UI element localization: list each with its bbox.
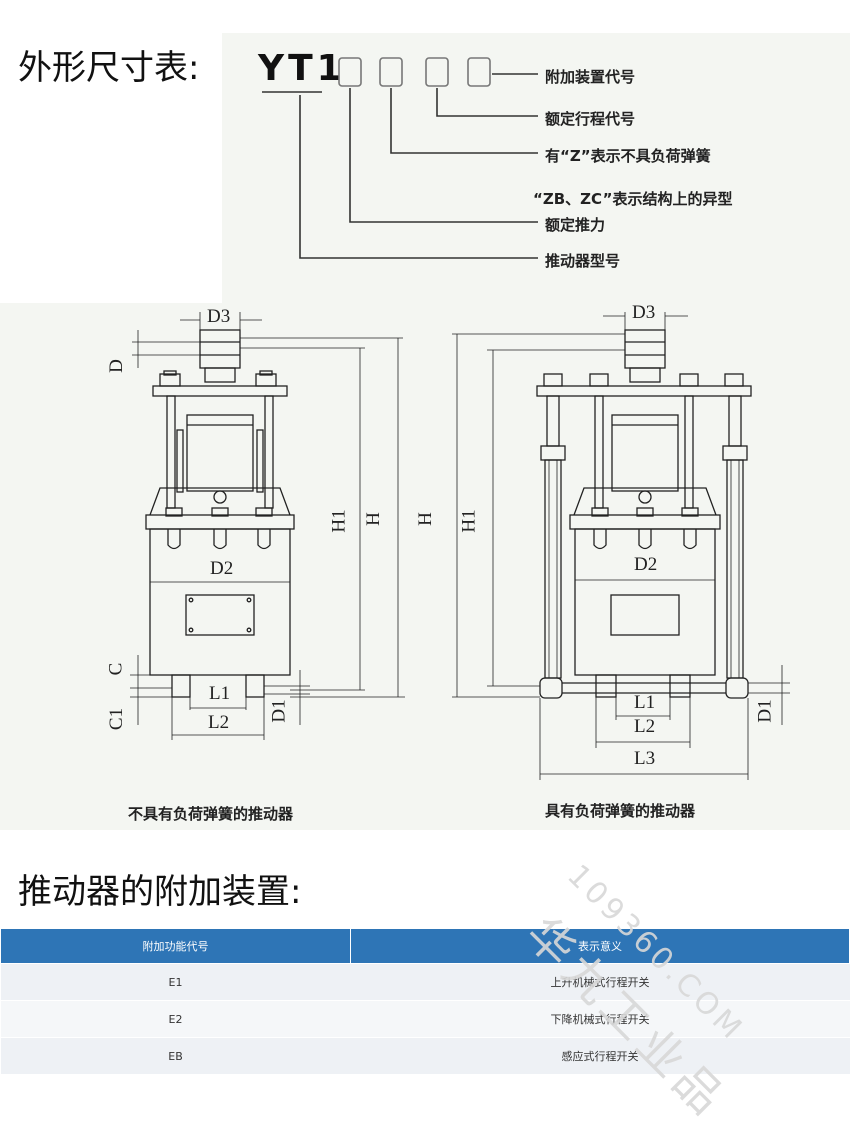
table-cell-meaning: 上升机械式行程开关: [350, 963, 850, 1001]
dim-label-l2-left: L2: [208, 712, 230, 733]
code-label-stroke: 额定行程代号: [545, 110, 636, 128]
table-cell-meaning: 感应式行程开关: [350, 1037, 850, 1075]
code-label-zb-zc: “ZB、ZC”表示结构上的异型: [533, 190, 733, 208]
table-cell-meaning: 下降机械式行程开关: [350, 1000, 850, 1038]
dim-label-d3-right: D3: [632, 302, 656, 323]
model-code-diagram: [262, 57, 538, 259]
left-actuator: [130, 312, 405, 740]
code-label-attachment: 附加装置代号: [545, 68, 636, 86]
dim-label-c1-left: C1: [106, 707, 128, 731]
caption-left-actuator: 不具有负荷弹簧的推动器: [128, 805, 294, 823]
dim-label-l1-left: L1: [209, 683, 231, 704]
dim-label-d1-left: D1: [268, 699, 290, 723]
table-header-row: 附加功能代号 表示意义: [0, 928, 850, 964]
dim-label-h-right: H: [414, 512, 436, 526]
dim-label-h1-right: H1: [458, 509, 480, 533]
code-label-thrust: 额定推力: [545, 216, 606, 234]
table-header-meaning: 表示意义: [350, 928, 850, 964]
section-title-dimensions: 外形尺寸表:: [18, 48, 200, 88]
caption-right-actuator: 具有负荷弹簧的推动器: [545, 802, 696, 820]
table-row: E2 下降机械式行程开关: [0, 1000, 850, 1038]
dim-label-d-left: D: [105, 359, 127, 373]
dim-label-d1-right: D1: [754, 699, 776, 723]
code-label-z: 有“Z”表示不具负荷弹簧: [545, 147, 711, 165]
table-cell-code: EB: [0, 1037, 351, 1075]
table-row: E1 上升机械式行程开关: [0, 963, 850, 1001]
dim-label-h1-left: H1: [328, 509, 350, 533]
dim-label-d3-left: D3: [207, 306, 231, 327]
dim-label-l3-right: L3: [634, 748, 656, 769]
table-header-code: 附加功能代号: [0, 928, 351, 964]
table-cell-code: E1: [0, 963, 351, 1001]
model-prefix: YT1: [258, 48, 346, 89]
dim-label-l1-right: L1: [634, 692, 656, 713]
addon-table: 附加功能代号 表示意义 E1 上升机械式行程开关 E2 下降机械式行程开关 EB…: [0, 928, 850, 1075]
code-label-type: 推动器型号: [545, 252, 621, 270]
table-row: EB 感应式行程开关: [0, 1037, 850, 1075]
dim-label-h-left: H: [362, 512, 384, 526]
dim-label-d2-right: D2: [634, 554, 658, 575]
dim-label-d2-left: D2: [210, 558, 234, 579]
section-title-attachments: 推动器的附加装置:: [18, 872, 302, 912]
dim-label-c-left: C: [105, 662, 127, 676]
right-actuator: [452, 312, 790, 780]
dim-label-l2-right: L2: [634, 716, 656, 737]
technical-drawing: [130, 312, 790, 780]
drawing-panel: [0, 303, 850, 830]
table-cell-code: E2: [0, 1000, 351, 1038]
